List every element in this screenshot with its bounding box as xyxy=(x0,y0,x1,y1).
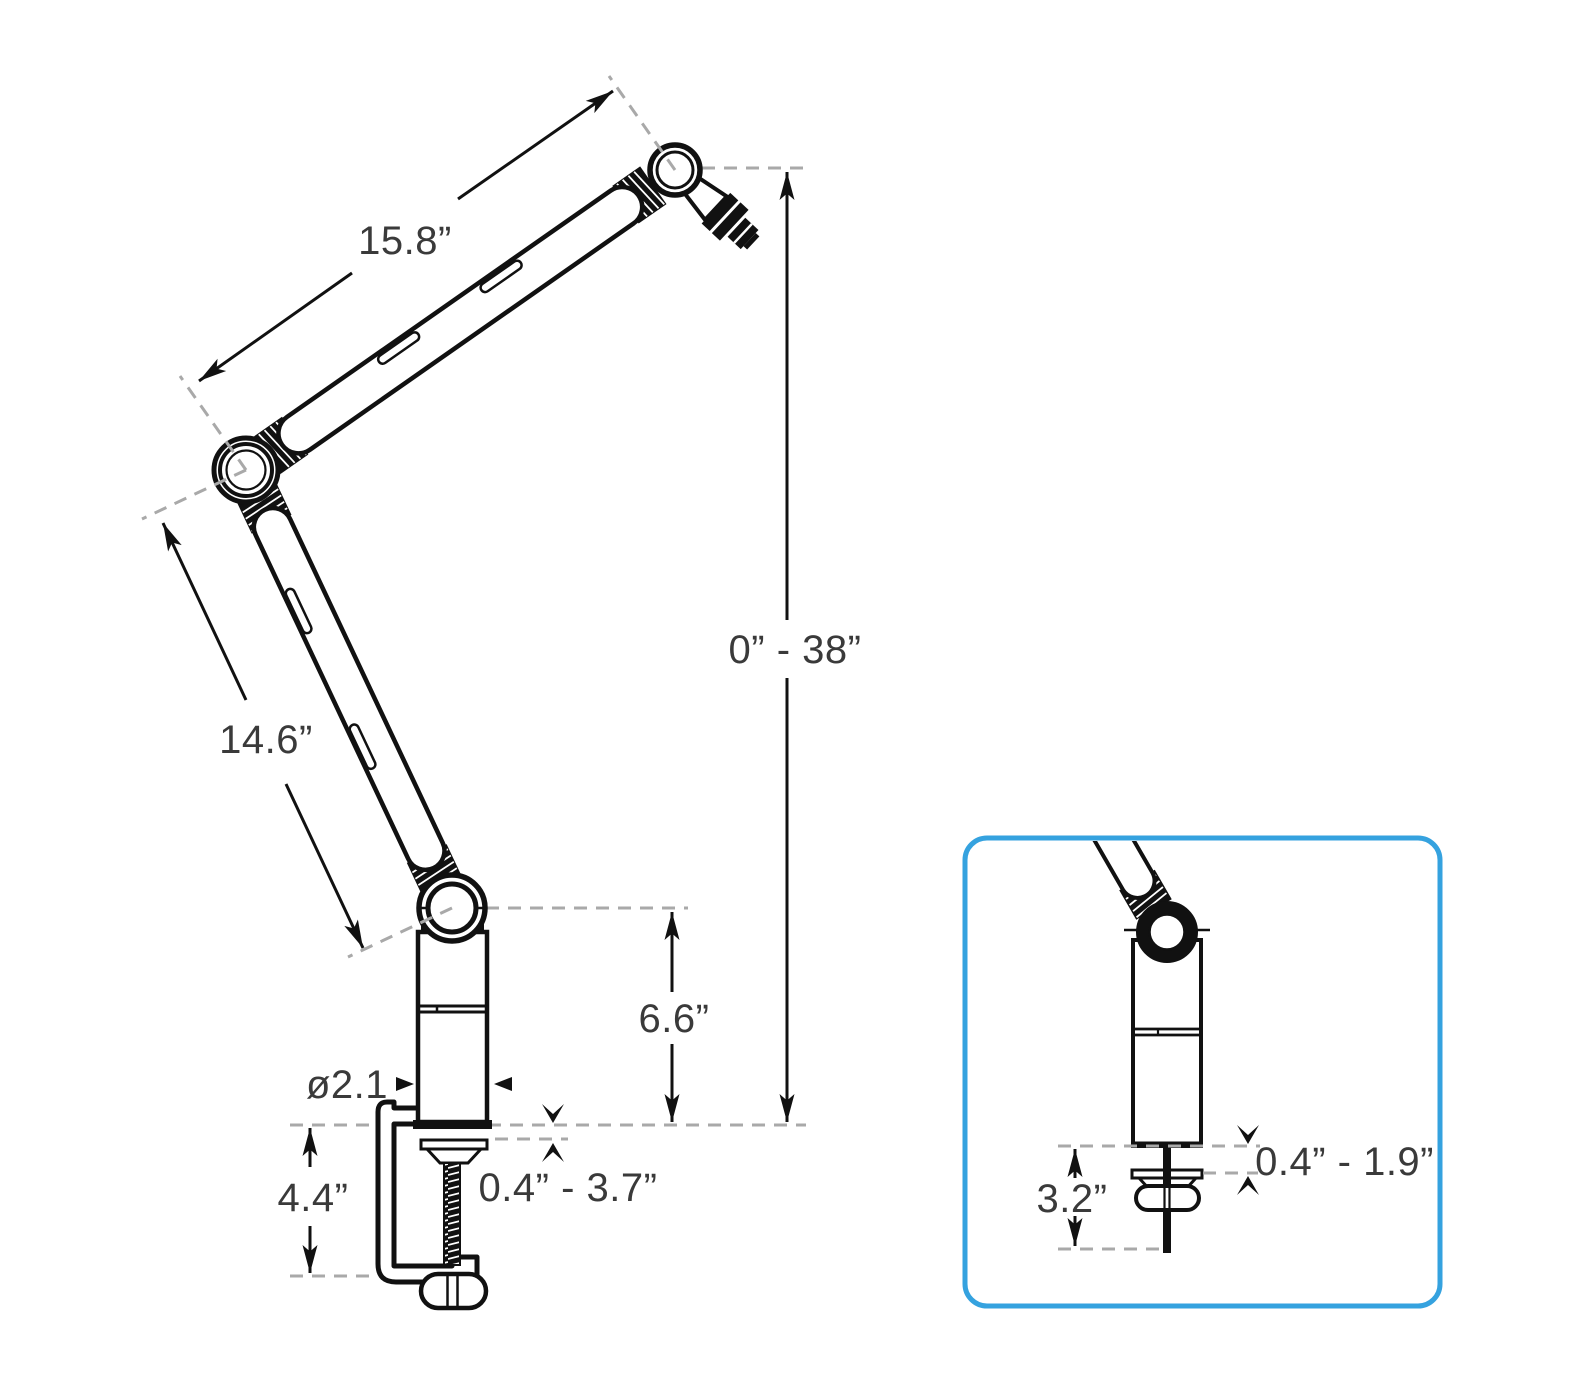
height-range-label: 0” - 38” xyxy=(729,628,862,672)
ext-line-base-joint xyxy=(347,906,453,959)
dimension-labels: 15.8” 14.6” 0” - 38” 6.6” ø2.1 0.4” - 3.… xyxy=(219,219,861,1220)
construction-lines xyxy=(290,166,808,1278)
cable-clip-slot xyxy=(348,723,377,771)
cable-clip-slot xyxy=(284,587,313,635)
dim-lower-arm-seg2 xyxy=(284,783,365,949)
cable-clip-slot xyxy=(479,259,523,294)
riser-column xyxy=(413,916,492,1129)
lower-boom-arm xyxy=(237,484,462,894)
clamp-knob xyxy=(418,1271,489,1311)
clamp-screw-thread xyxy=(443,1162,461,1266)
inset-column-body xyxy=(1131,938,1203,1148)
arm-tube xyxy=(1076,841,1157,900)
ext-line-top-joint xyxy=(607,75,677,171)
arrow-right-icon xyxy=(396,1077,414,1091)
riser-height-label: 6.6” xyxy=(639,997,710,1041)
column-base-plate xyxy=(413,1120,492,1129)
arm-tube xyxy=(276,184,645,456)
adapter-tip-cap xyxy=(743,232,760,250)
grommet-shaft-length-label: 3.2” xyxy=(1037,1177,1108,1221)
chevron-down-icon xyxy=(1237,1125,1259,1144)
extension-lines xyxy=(141,75,677,959)
column-body xyxy=(415,929,490,1125)
grommet-inset-content: 3.2” 0.4” - 1.9” xyxy=(1037,841,1434,1253)
inset-joint xyxy=(1124,901,1210,963)
cable-clip-slot xyxy=(376,331,421,365)
upper-boom-arm xyxy=(254,166,667,474)
adapter-knurl-ring xyxy=(711,202,749,241)
ext-line-elbow-lower xyxy=(141,468,247,521)
pad-cup xyxy=(423,1147,485,1165)
clamp-upper-pad xyxy=(419,1138,489,1165)
arrow-left-icon xyxy=(494,1077,512,1091)
clamp-height-label: 4.4” xyxy=(278,1176,349,1220)
inset-reference-lines xyxy=(1058,1144,1260,1251)
pole-diameter-label: ø2.1 xyxy=(306,1063,388,1107)
upper-arm-length-label: 15.8” xyxy=(358,219,452,263)
chevron-up-icon xyxy=(542,1143,564,1162)
grommet-nut xyxy=(1134,1184,1201,1212)
arm-tube xyxy=(251,505,447,873)
ext-line-elbow-upper xyxy=(178,375,248,471)
inset-arm-stub xyxy=(1076,841,1172,920)
dim-lower-arm-seg1 xyxy=(161,522,248,701)
desk-thickness-range-label: 0.4” - 3.7” xyxy=(479,1166,658,1210)
chevron-up-icon xyxy=(1237,1176,1259,1195)
lower-arm-length-label: 14.6” xyxy=(219,718,313,762)
grommet-thickness-range-label: 0.4” - 1.9” xyxy=(1255,1140,1434,1184)
adapter-knurl-ring xyxy=(701,192,739,232)
grommet-shaft xyxy=(1163,1177,1171,1189)
chevron-down-icon xyxy=(542,1104,564,1123)
adapter-tip-line xyxy=(733,223,753,244)
dim-upper-arm-seg1 xyxy=(198,271,353,383)
dim-upper-arm-seg2 xyxy=(457,89,614,201)
dimension-lines xyxy=(161,89,795,1273)
